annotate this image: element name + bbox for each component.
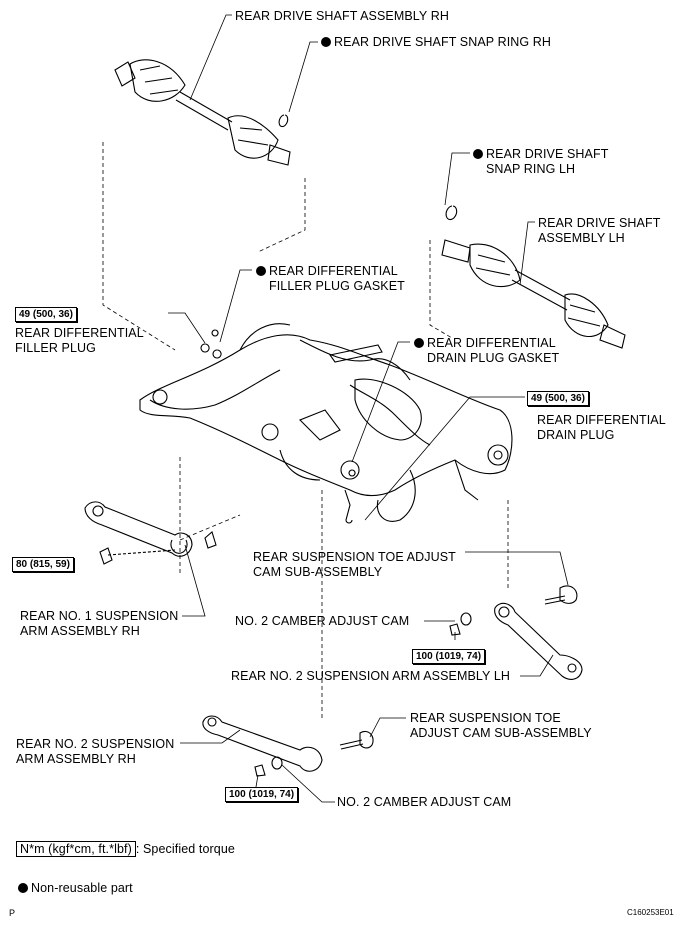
label-rear-no2-suspension-arm-assembly-lh: REAR NO. 2 SUSPENSION ARM ASSEMBLY LH <box>231 669 511 683</box>
non-reusable-dot-icon <box>414 338 424 348</box>
torque-box-drain-plug: 49 (500, 36) <box>527 391 589 406</box>
label-rear-drive-shaft-snap-ring-rh: REAR DRIVE SHAFT SNAP RING RH <box>321 35 551 50</box>
rear-no1-suspension-arm-rh-drawing <box>84 501 217 565</box>
non-reusable-dot-icon <box>18 883 28 893</box>
figure-code: C160253E01 <box>627 908 674 917</box>
non-reusable-dot-icon <box>321 37 331 47</box>
legend-torque-unit-box: N*m (kgf*cm, ft.*lbf) <box>16 841 136 857</box>
rear-no2-suspension-arm-rh-drawing <box>202 715 374 777</box>
toe-adjust-cam-middle-drawing <box>544 585 578 605</box>
legend-specified-torque: N*m (kgf*cm, ft.*lbf): Specified torque <box>16 841 235 857</box>
torque-box-no1-arm: 80 (815, 59) <box>12 557 74 572</box>
label-rear-drive-shaft-assembly-rh: REAR DRIVE SHAFT ASSEMBLY RH <box>235 9 449 23</box>
torque-box-no2-arm-lh: 100 (1019, 74) <box>412 649 486 664</box>
leader-lines <box>168 14 569 803</box>
page-marker: P <box>9 908 16 918</box>
legend-non-reusable-part: Non-reusable part <box>18 881 133 896</box>
non-reusable-dot-icon <box>256 266 266 276</box>
rear-no2-suspension-arm-lh-drawing <box>449 602 583 680</box>
alignment-lines <box>102 142 509 720</box>
torque-box-filler-plug: 49 (500, 36) <box>15 307 77 322</box>
rear-suspension-member-drawing <box>139 323 513 524</box>
rear-drive-shaft-lh-drawing <box>441 205 626 349</box>
label-no2-camber-adjust-cam-lower: NO. 2 CAMBER ADJUST CAM <box>337 795 512 809</box>
non-reusable-dot-icon <box>473 149 483 159</box>
torque-box-no2-arm-rh: 100 (1019, 74) <box>225 787 299 802</box>
label-no2-camber-adjust-cam-upper: NO. 2 CAMBER ADJUST CAM <box>235 614 410 628</box>
rear-drive-shaft-rh-drawing <box>114 59 291 166</box>
